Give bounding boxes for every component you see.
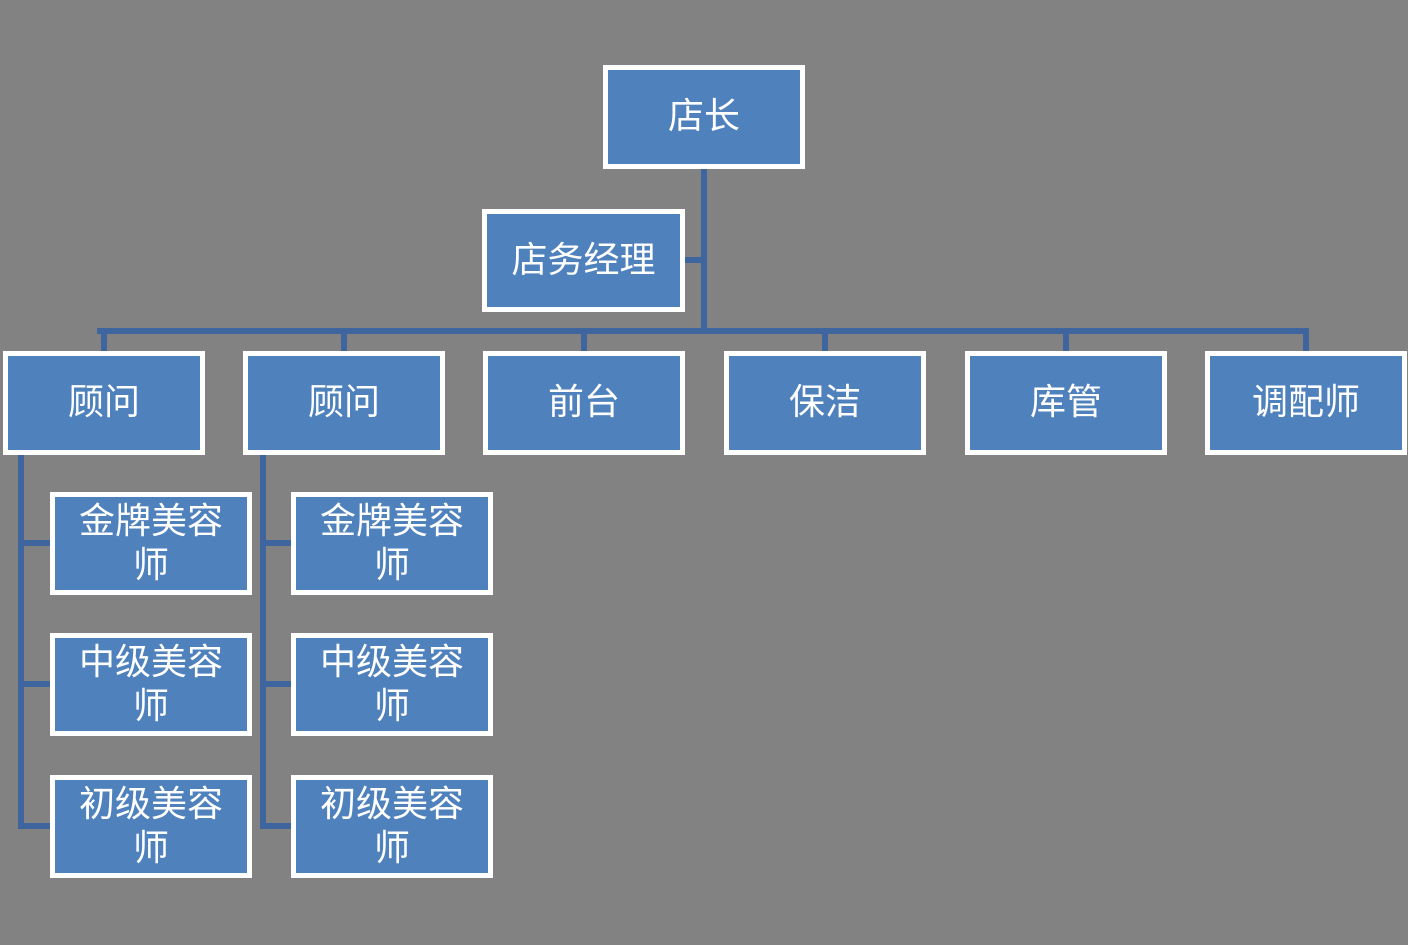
org-node-gold-beautician-1[interactable]: 金牌美容师 [50,492,252,595]
org-node-junior-beautician-1[interactable]: 初级美容师 [50,775,252,878]
connector-drop-cleaning [822,333,828,352]
connector-stub-col1-junior [18,823,50,829]
connector-stub-col1-gold [18,540,50,546]
org-node-consultant-1[interactable]: 顾问 [3,351,205,455]
connector-consultant-2-children-vertical [260,455,266,829]
connector-drop-consultant-1 [101,333,107,352]
org-node-junior-beautician-2[interactable]: 初级美容师 [291,775,493,878]
org-node-intermediate-beautician-2[interactable]: 中级美容师 [291,633,493,736]
connector-consultant-1-children-vertical [18,455,24,829]
org-node-warehouse[interactable]: 库管 [965,351,1167,455]
org-node-cleaning[interactable]: 保洁 [724,351,926,455]
connector-drop-warehouse [1063,333,1069,352]
connector-stub-col1-intermediate [18,681,50,687]
org-node-store-affairs-manager[interactable]: 店务经理 [482,209,685,312]
connector-drop-consultant-2 [341,333,347,352]
org-node-gold-beautician-2[interactable]: 金牌美容师 [291,492,493,595]
connector-stub-col2-gold [260,540,291,546]
org-node-consultant-2[interactable]: 顾问 [243,351,445,455]
connector-stub-col2-intermediate [260,681,291,687]
connector-level2-horizontal-bar [97,328,1309,334]
connector-stub-col2-junior [260,823,291,829]
connector-drop-dispenser [1303,333,1309,352]
org-node-dispenser[interactable]: 调配师 [1205,351,1407,455]
org-node-store-manager[interactable]: 店长 [603,65,805,169]
org-node-front-desk[interactable]: 前台 [483,351,685,455]
org-node-intermediate-beautician-1[interactable]: 中级美容师 [50,633,252,736]
connector-drop-front-desk [581,333,587,352]
connector-root-vertical [701,169,707,334]
connector-assistant-horizontal [684,257,704,263]
